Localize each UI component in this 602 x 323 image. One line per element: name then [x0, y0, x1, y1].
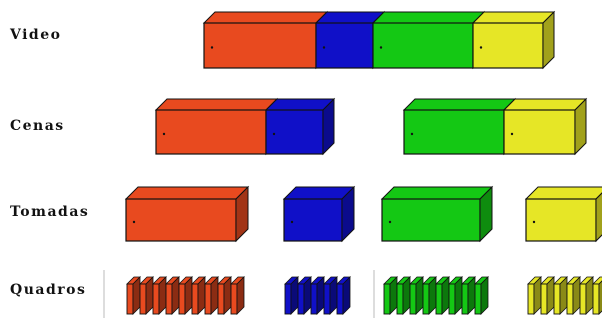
- quadro-frame-red: [166, 277, 179, 314]
- quadro-frame-red: [231, 277, 244, 314]
- quadro-frame-red: [205, 277, 218, 314]
- video-segment-green: [373, 12, 484, 68]
- quadro-frame-yellow: [554, 277, 567, 314]
- quadro-frame-red: [127, 277, 140, 314]
- video-segment-red: [204, 12, 327, 68]
- quadro-frame-yellow: [528, 277, 541, 314]
- quadro-frame-blue: [298, 277, 311, 314]
- quadro-frame-green: [436, 277, 449, 314]
- quadro-frame-blue: [311, 277, 324, 314]
- quadro-frame-green: [462, 277, 475, 314]
- quadro-frame-green: [397, 277, 410, 314]
- tomada-yellow: [526, 187, 602, 241]
- quadro-frame-yellow: [580, 277, 593, 314]
- cena-segment-green: [404, 99, 515, 154]
- tomada-blue: [284, 187, 354, 241]
- quadro-frame-green: [384, 277, 397, 314]
- quadro-frame-red: [192, 277, 205, 314]
- quadro-frame-yellow: [541, 277, 554, 314]
- label-video: Video: [9, 27, 61, 43]
- blocks-layer: [104, 12, 602, 318]
- quadro-frame-blue: [285, 277, 298, 314]
- quadro-frame-green: [423, 277, 436, 314]
- quadro-frame-blue: [324, 277, 337, 314]
- quadro-frame-red: [218, 277, 231, 314]
- quadro-frame-red: [153, 277, 166, 314]
- quadro-frame-red: [179, 277, 192, 314]
- label-quadros: Quadros: [10, 282, 86, 298]
- cena-segment-yellow: [504, 99, 586, 154]
- label-tomadas: Tomadas: [10, 204, 89, 220]
- quadro-frame-yellow: [593, 277, 602, 314]
- tomada-green: [382, 187, 492, 241]
- tomada-red: [126, 187, 248, 241]
- quadro-frame-yellow: [567, 277, 580, 314]
- quadro-frame-green: [410, 277, 423, 314]
- quadro-frame-green: [475, 277, 488, 314]
- quadro-frame-green: [449, 277, 462, 314]
- video-segment-yellow: [473, 12, 554, 68]
- quadro-frame-blue: [337, 277, 350, 314]
- cena-segment-blue: [266, 99, 334, 154]
- cena-segment-red: [156, 99, 277, 154]
- quadro-frame-red: [140, 277, 153, 314]
- label-cenas: Cenas: [10, 118, 65, 134]
